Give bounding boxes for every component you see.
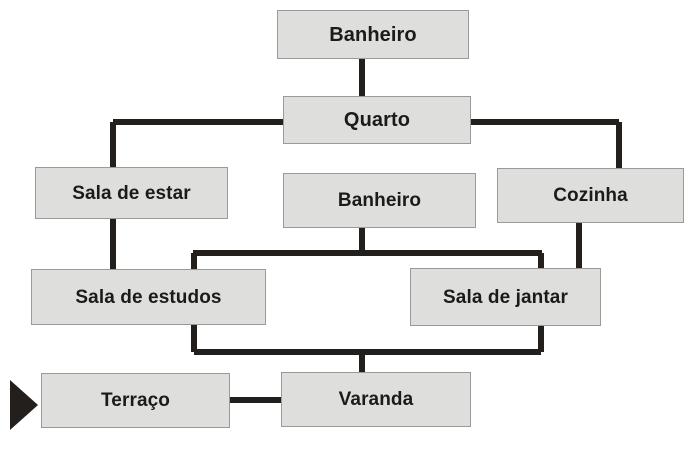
node-label-sala-de-estar: Sala de estar	[72, 182, 191, 204]
node-sala-de-estar[interactable]: Sala de estar	[35, 167, 228, 219]
node-varanda[interactable]: Varanda	[281, 372, 471, 427]
entrance-arrow-group	[10, 380, 38, 430]
node-quarto[interactable]: Quarto	[283, 96, 471, 144]
node-terraco[interactable]: Terraço	[41, 373, 230, 428]
node-sala-de-estudos[interactable]: Sala de estudos	[31, 269, 266, 325]
edges-group	[110, 58, 622, 403]
node-label-terraco: Terraço	[101, 390, 170, 411]
node-label-sala-de-estudos: Sala de estudos	[75, 286, 222, 308]
node-cozinha[interactable]: Cozinha	[497, 168, 684, 223]
node-banheiro-mid[interactable]: Banheiro	[283, 173, 476, 228]
node-banheiro-top[interactable]: Banheiro	[277, 10, 469, 59]
node-label-varanda: Varanda	[338, 389, 414, 410]
node-label-banheiro-top: Banheiro	[329, 23, 417, 46]
entrance-arrow-icon	[10, 380, 38, 430]
node-label-cozinha: Cozinha	[553, 185, 628, 206]
node-label-quarto: Quarto	[343, 109, 411, 131]
node-label-banheiro-mid: Banheiro	[337, 190, 422, 211]
node-label-sala-de-jantar: Sala de jantar	[443, 286, 568, 308]
node-sala-de-jantar[interactable]: Sala de jantar	[410, 268, 601, 326]
